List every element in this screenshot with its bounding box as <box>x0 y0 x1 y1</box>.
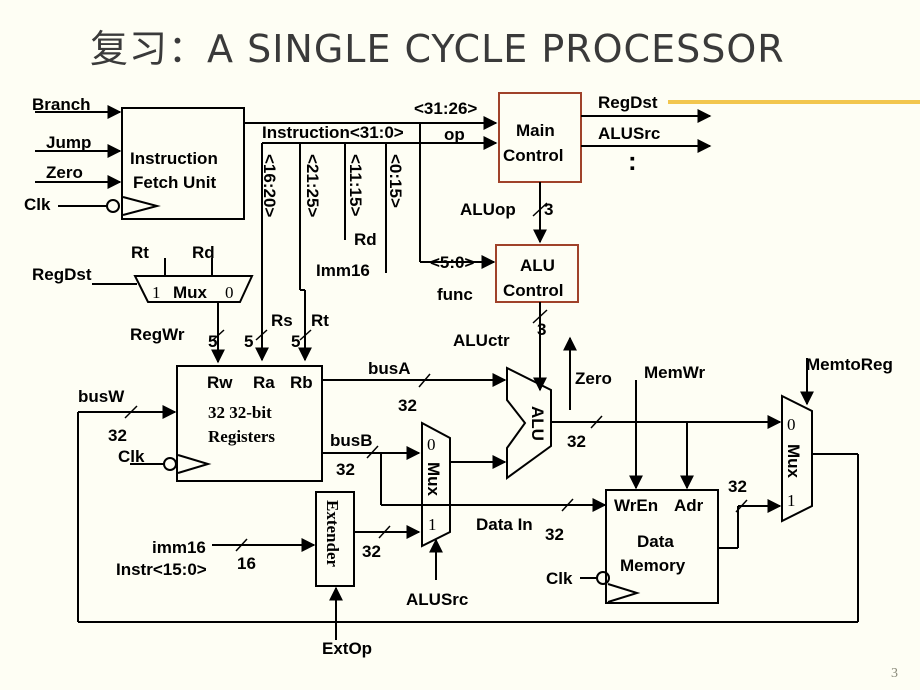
rb-width: 5 <box>291 332 300 351</box>
regwr-label: RegWr <box>130 325 185 344</box>
jump-label: Jump <box>46 133 91 152</box>
extop-label: ExtOp <box>322 639 372 658</box>
ext-out-width: 32 <box>362 542 381 561</box>
field-0-15: <0:15> <box>386 154 405 208</box>
regdst-mux-rd: Rd <box>192 243 215 262</box>
regfile-line2: Registers <box>208 427 275 446</box>
regdst-ctrl-label: RegDst <box>32 265 92 284</box>
ra-port: Ra <box>253 373 275 392</box>
instruction-fetch-unit <box>121 107 245 220</box>
alu-control-box <box>495 244 579 303</box>
alusrc-mux-label: Mux <box>424 462 443 497</box>
data-in-width: 32 <box>545 525 564 544</box>
alusrc-ctrl-label: ALUSrc <box>406 590 468 609</box>
field-21-25: <21:25> <box>303 154 322 217</box>
regdst-output-label: RegDst <box>598 93 658 112</box>
op-label: op <box>444 125 465 144</box>
rb-port: Rb <box>290 373 313 392</box>
busb-width: 32 <box>336 460 355 479</box>
regdst-mux-rt: Rt <box>131 243 149 262</box>
aluop-width: 3 <box>544 200 553 219</box>
ra-width: 5 <box>244 332 253 351</box>
alu-label: ALU <box>528 406 547 441</box>
extender <box>315 491 355 587</box>
busa-label: busA <box>368 359 411 378</box>
regdst-mux-label: Mux <box>173 283 208 302</box>
instruction-label: Instruction<31:0> <box>262 123 404 142</box>
memory-line1: Data <box>637 532 674 551</box>
page-number: 3 <box>891 666 898 681</box>
memory-out-width: 32 <box>728 477 747 496</box>
alusrc-mux-in1: 1 <box>428 515 437 534</box>
memory-line2: Memory <box>620 556 686 575</box>
func-range-label: <5:0> <box>430 253 474 272</box>
extender-label: Extender <box>323 500 342 568</box>
alu-control-line1: ALU <box>520 256 555 275</box>
adr-port: Adr <box>674 496 704 515</box>
field-11-15: <11:15> <box>346 154 365 216</box>
regdst-mux-in0: 0 <box>225 283 234 302</box>
aluctr-label: ALUctr <box>453 331 510 350</box>
busa-width: 32 <box>398 396 417 415</box>
aluctr-width: 3 <box>537 320 546 339</box>
alu-control-line2: Control <box>503 281 563 300</box>
memtoreg-mux <box>781 394 813 523</box>
zero-output-label: Zero <box>575 369 612 388</box>
rs-label: Rs <box>271 311 293 330</box>
imm16-in-label: imm16 <box>152 538 206 557</box>
wren-port: WrEn <box>614 496 658 515</box>
memtoreg-mux-in1: 1 <box>787 491 796 510</box>
busb-label: busB <box>330 431 373 450</box>
rt-label: Rt <box>311 311 329 330</box>
field-16-20: <16:20> <box>260 154 279 217</box>
regfile-line1: 32 32-bit <box>208 403 272 422</box>
ext-in-width: 16 <box>237 554 256 573</box>
ifu-title-line1: Instruction <box>130 149 218 168</box>
data-in-label: Data In <box>476 515 533 534</box>
alusrc-mux <box>421 421 451 548</box>
memtoreg-mux-label: Mux <box>784 444 803 479</box>
main-control-line2: Control <box>503 146 563 165</box>
rw-width: 5 <box>208 332 217 351</box>
regdst-mux-in1: 1 <box>152 283 161 302</box>
busw-label: busW <box>78 387 125 406</box>
main-control-line1: Main <box>516 121 555 140</box>
branch-label: Branch <box>32 95 91 114</box>
alusrc-output-label: ALUSrc <box>598 124 660 143</box>
memtoreg-ctrl-label: MemtoReg <box>806 355 893 374</box>
zero-input-label: Zero <box>46 163 83 182</box>
alu <box>506 366 552 480</box>
op-range-label: <31:26> <box>414 99 477 118</box>
data-memory <box>605 489 719 604</box>
alu-out-width: 32 <box>567 432 586 451</box>
rd-field-label: Rd <box>354 230 377 249</box>
rw-port: Rw <box>207 373 233 392</box>
register-file <box>176 365 323 482</box>
instr-15-0-label: Instr<15:0> <box>116 560 207 579</box>
memwr-label: MemWr <box>644 363 705 382</box>
ifu-title-line2: Fetch Unit <box>133 173 216 192</box>
imm16-field-label: Imm16 <box>316 261 370 280</box>
alusrc-mux-in0: 0 <box>427 435 436 454</box>
regfile-clk-label: Clk <box>118 447 145 466</box>
busw-width: 32 <box>108 426 127 445</box>
slide-title: 复习：A SINGLE CYCLE PROCESSOR <box>90 27 785 71</box>
ifu-clk-label: Clk <box>24 195 51 214</box>
memory-clk-label: Clk <box>546 569 573 588</box>
func-label: func <box>437 285 473 304</box>
aluop-label: ALUop <box>460 200 516 219</box>
memtoreg-mux-in0: 0 <box>787 415 796 434</box>
more-outputs-ellipsis: : <box>628 146 637 176</box>
